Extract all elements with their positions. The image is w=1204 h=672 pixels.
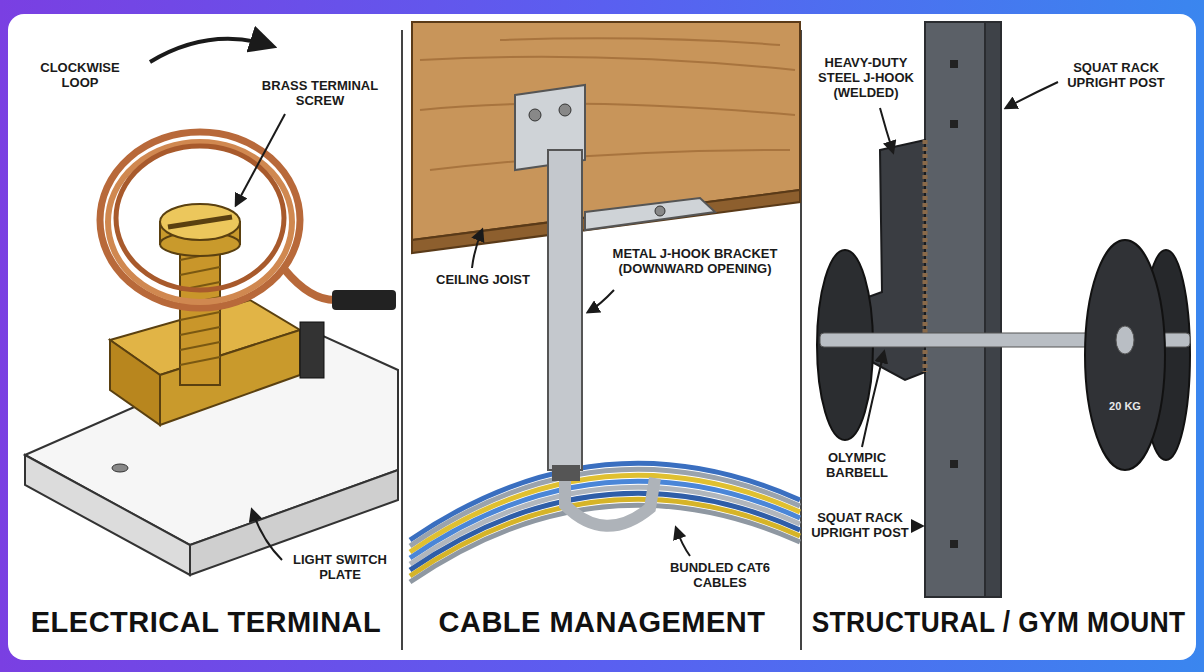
screw-slot xyxy=(168,217,232,227)
upright-post xyxy=(925,22,1001,597)
wire-tail xyxy=(285,270,335,300)
plate-marking: 20 KG xyxy=(1100,400,1150,413)
callout-label: BRASS TERMINAL SCREW xyxy=(250,78,390,108)
plate-hub xyxy=(1116,326,1134,354)
leader-line xyxy=(862,352,884,447)
panel-title: STRUCTURAL / GYM MOUNT xyxy=(812,606,1186,639)
plate-hole xyxy=(112,464,128,472)
loop-strand xyxy=(108,142,292,302)
plate-front xyxy=(25,455,190,575)
wood-grain xyxy=(420,38,795,170)
panel-band: ELECTRICAL TERMINAL xyxy=(14,598,398,646)
screw-head-top xyxy=(160,204,240,240)
leader-line xyxy=(676,528,690,556)
loop-strand xyxy=(116,146,284,290)
callout-label: OLYMPIC BARBELL xyxy=(812,450,902,480)
bracket-strip xyxy=(548,150,582,470)
callout-label: CEILING JOIST xyxy=(428,272,538,287)
callout-label: CLOCKWISE LOOP xyxy=(30,60,130,90)
leader-line xyxy=(912,525,922,527)
wire-insulation xyxy=(332,290,396,310)
clamp-piece xyxy=(300,322,324,378)
panel-band: STRUCTURAL / GYM MOUNT xyxy=(806,598,1192,646)
weight-plate xyxy=(1085,240,1165,470)
leader-line xyxy=(1006,82,1058,108)
post-side xyxy=(985,22,1001,597)
j-hook-bracket xyxy=(515,85,715,526)
leader-line xyxy=(472,230,482,268)
bracket-screw xyxy=(559,104,571,116)
block-front xyxy=(110,340,160,425)
joist-underside xyxy=(412,190,800,253)
bracket-screw xyxy=(529,109,541,121)
copper-loop xyxy=(100,132,335,308)
bracket-flange xyxy=(585,198,715,230)
terminal-screw xyxy=(160,204,240,385)
leader-line xyxy=(588,290,614,312)
post-hole xyxy=(950,60,958,68)
panel-title: ELECTRICAL TERMINAL xyxy=(31,606,382,639)
post-front xyxy=(925,22,985,597)
callout-label: HEAVY-DUTY STEEL J-HOOK (WELDED) xyxy=(812,55,920,100)
post-hole xyxy=(950,460,958,468)
leader-line xyxy=(880,108,893,152)
post-hole xyxy=(950,120,958,128)
zip-tie xyxy=(552,465,580,481)
leader-line xyxy=(236,114,285,205)
callout-label: SQUAT RACK UPRIGHT POST xyxy=(1060,60,1172,90)
ceiling-joist xyxy=(412,22,800,253)
callout-label: METAL J-HOOK BRACKET (DOWNWARD OPENING) xyxy=(610,246,780,276)
callout-label: BUNDLED CAT6 CABLES xyxy=(660,560,780,590)
callout-label: SQUAT RACK UPRIGHT POST xyxy=(810,510,910,540)
panel-title: CABLE MANAGEMENT xyxy=(439,606,766,639)
bracket-screw xyxy=(655,206,665,216)
panel-band: CABLE MANAGEMENT xyxy=(408,598,796,646)
clockwise-arrow xyxy=(150,39,272,62)
leader-line xyxy=(252,510,282,560)
post-hole xyxy=(950,540,958,548)
callout-label: LIGHT SWITCH PLATE xyxy=(285,552,395,582)
loop-strand xyxy=(100,132,300,308)
panel-divider xyxy=(401,30,403,650)
